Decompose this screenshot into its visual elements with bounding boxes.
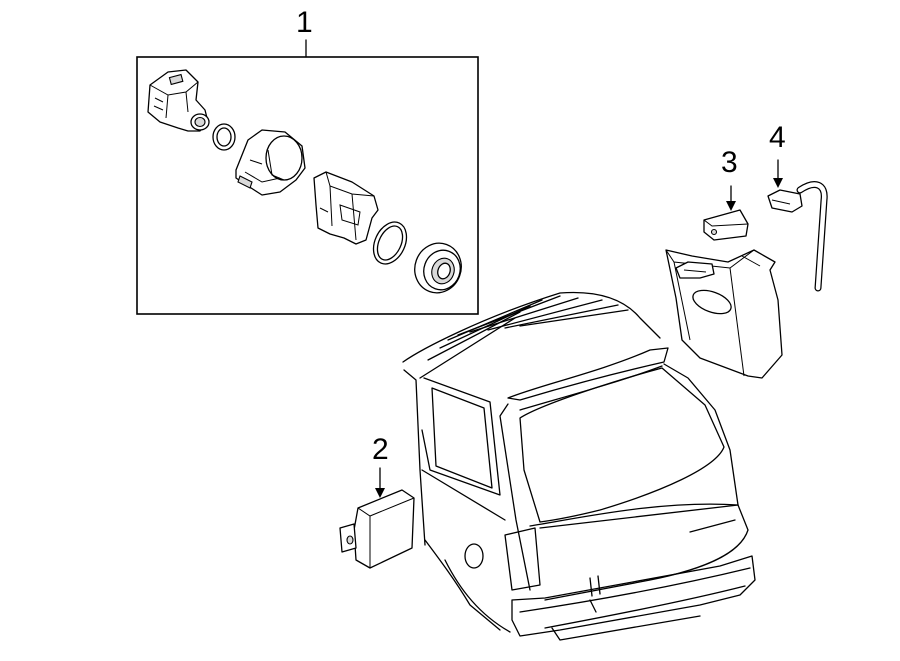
callout-3-label[interactable]: 3	[721, 146, 738, 179]
sensor-body[interactable]	[147, 69, 210, 132]
callout-2-arrow	[375, 467, 385, 498]
sensor-grommet[interactable]	[408, 237, 468, 300]
callout-4-arrow	[773, 159, 783, 188]
control-module[interactable]	[339, 489, 415, 569]
callout-4-label[interactable]: 4	[769, 121, 786, 154]
sensor-bracket[interactable]	[313, 171, 379, 245]
callout-2-label[interactable]: 2	[372, 433, 389, 466]
callout-3-arrow	[726, 185, 736, 211]
sensor-kit-box[interactable]	[136, 56, 479, 315]
large-o-ring[interactable]	[367, 217, 413, 270]
liftgate-trim-panel[interactable]	[665, 249, 783, 379]
sensor-retainer[interactable]	[235, 129, 306, 196]
callout-1-label[interactable]: 1	[296, 6, 313, 39]
small-o-ring[interactable]	[212, 123, 236, 151]
sensor-cover[interactable]	[703, 209, 749, 241]
vehicle-rear-outline	[402, 291, 756, 641]
wiring-harness[interactable]	[767, 181, 828, 292]
